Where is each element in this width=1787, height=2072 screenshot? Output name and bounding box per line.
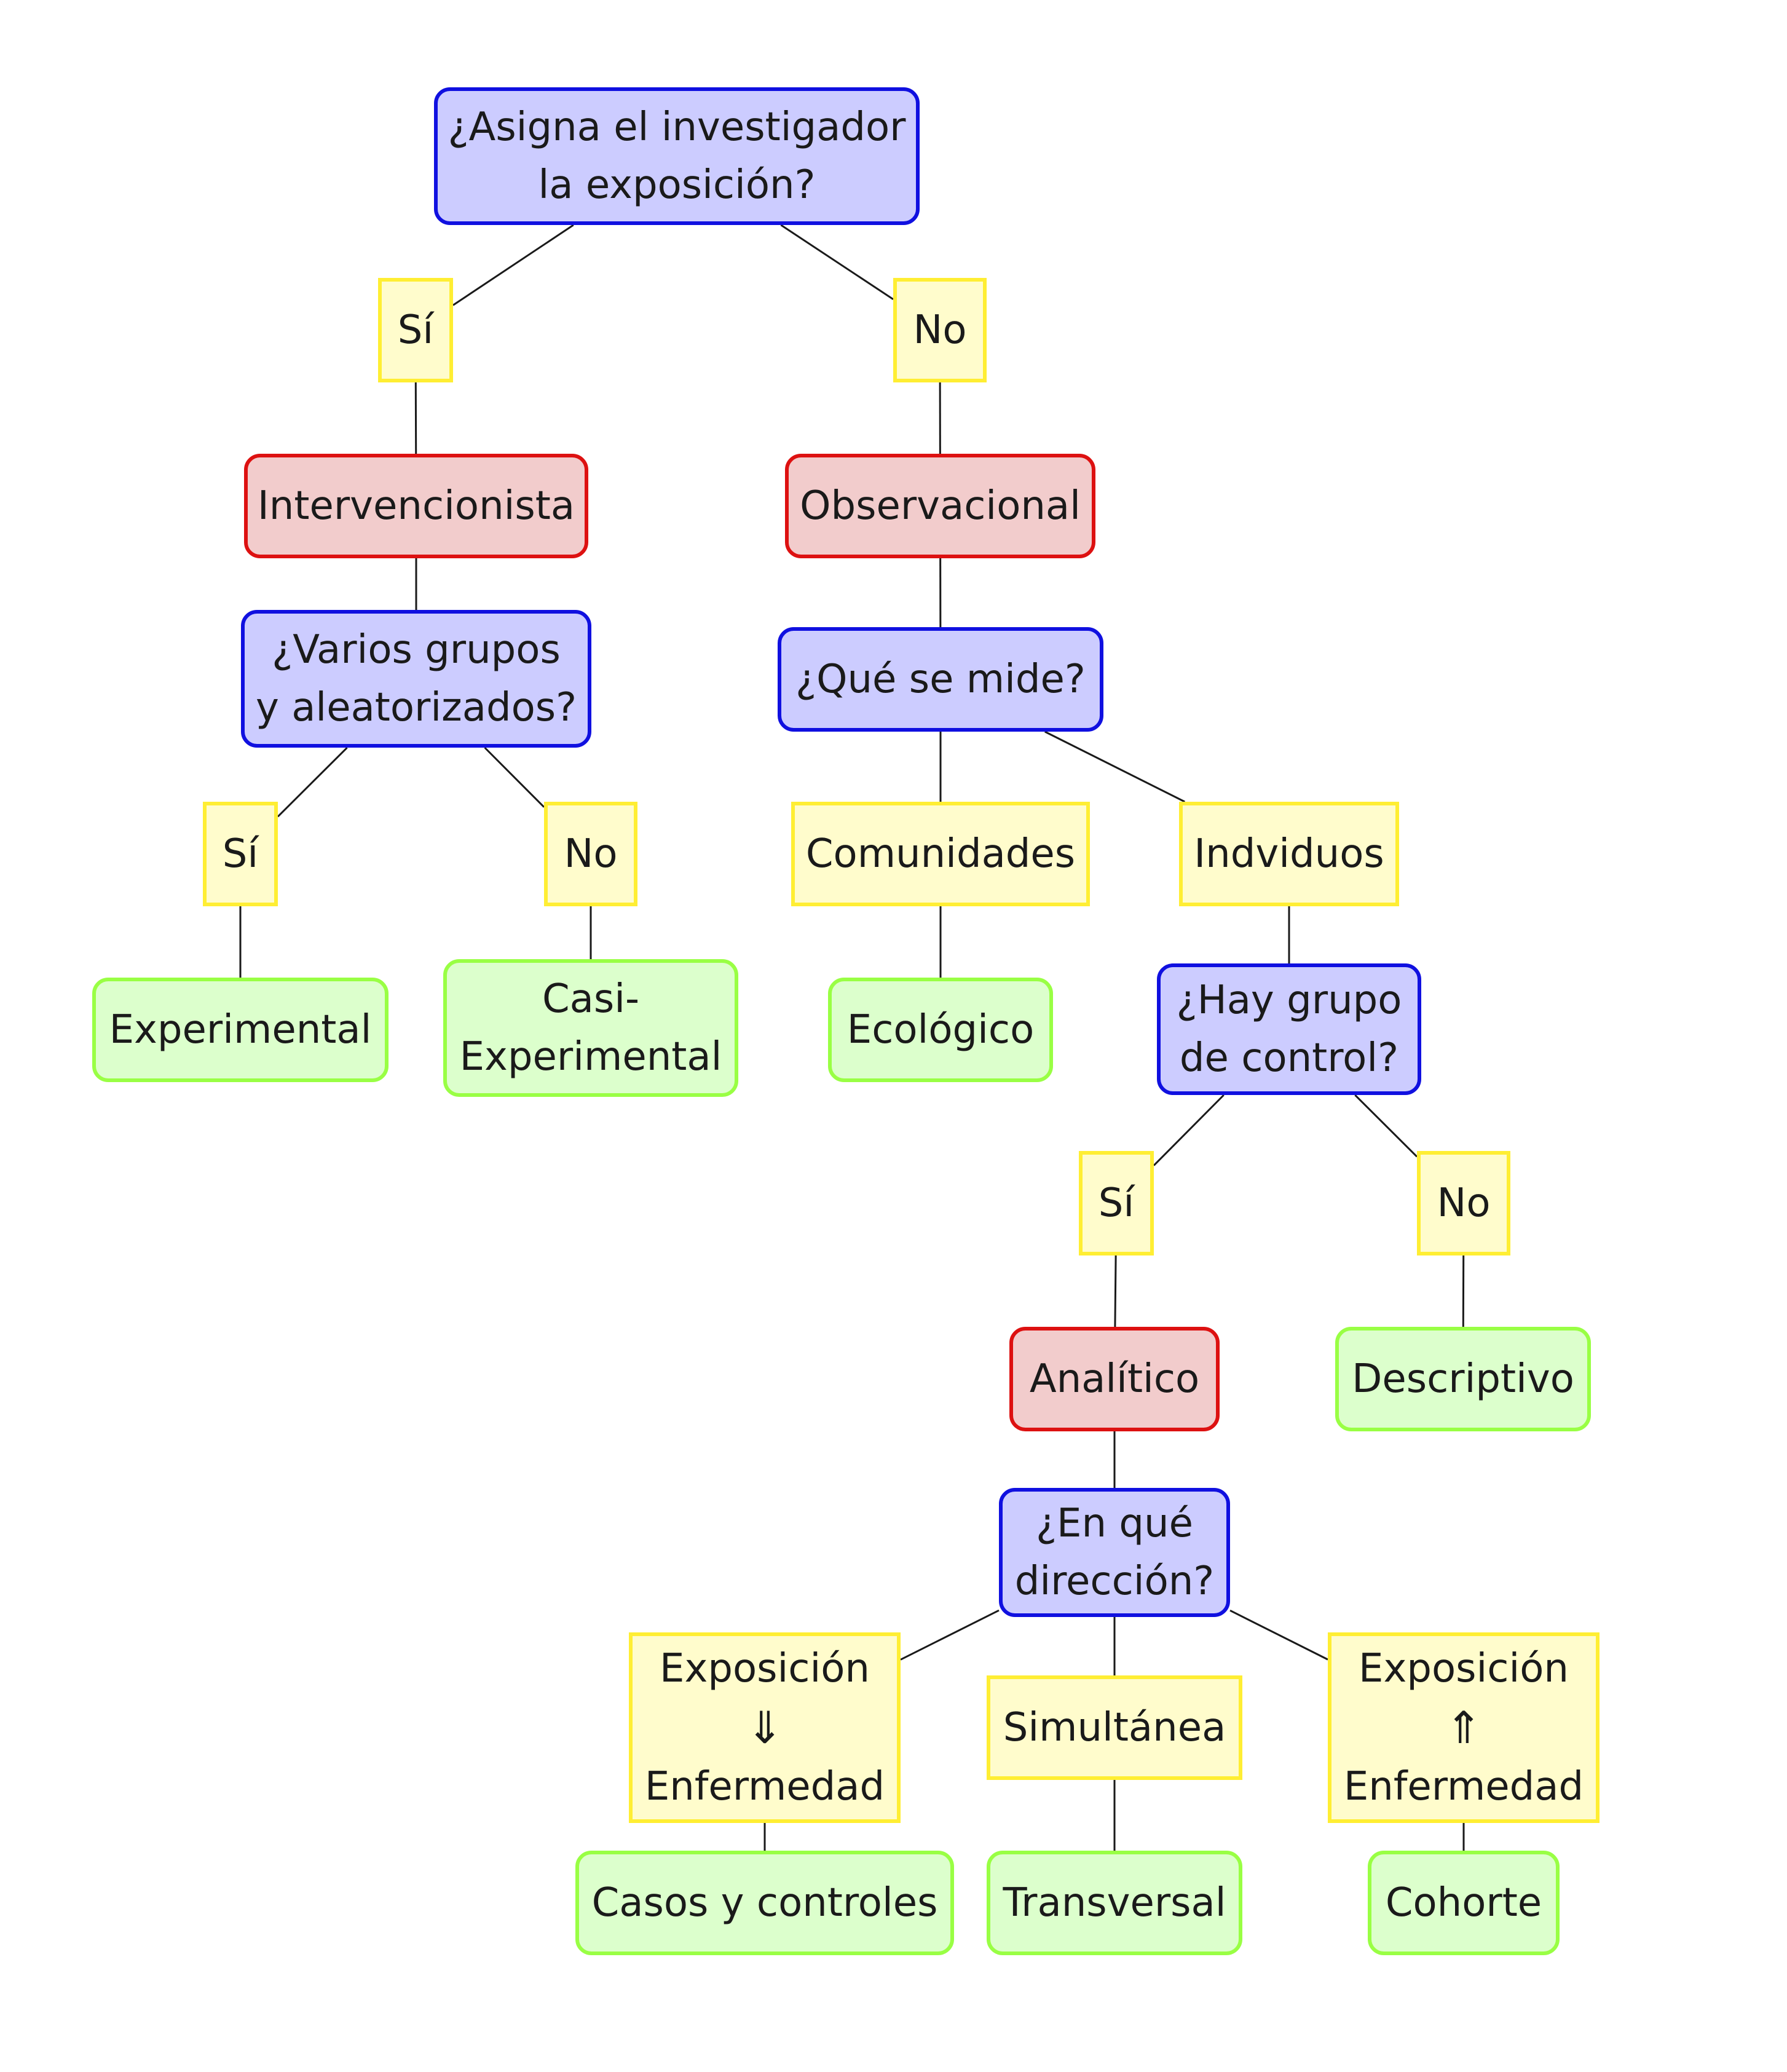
node-line: de control? [1179,1035,1399,1081]
label-yes-control: Sí [1079,1151,1154,1255]
leaf-experimental: Experimental [92,978,389,1082]
connector-q_measure-individuos [1044,730,1185,803]
label-exposure-to-disease: Exposición ⇓ Enfermedad [629,1632,901,1823]
connector-q_assign-no_1 [780,224,894,300]
node-line: Sí [397,307,434,353]
connector-q_direction-exp_up [1229,1609,1328,1661]
node-line: Ecológico [846,1007,1035,1053]
leaf-cross-sectional: Transversal [987,1851,1242,1955]
type-observational: Observacional [785,454,1095,558]
type-analytic: Analítico [1009,1327,1220,1431]
node-line: Observacional [800,483,1081,529]
arrow-up-icon: ⇑ [1445,1702,1483,1754]
type-interventionist: Intervencionista [244,454,588,558]
connector-q_assign-si_1 [452,224,574,306]
label-no-assign: No [893,278,987,382]
connector-q_groups-no_2 [484,746,545,808]
connector-q_control-si_3 [1153,1094,1225,1166]
connector-si_3-analitico [1114,1255,1117,1327]
node-line: No [564,831,618,877]
connector-q_groups-si_2 [277,746,348,818]
node-line: Casos y controles [591,1880,938,1926]
node-line: Experimental [459,1034,722,1080]
node-line: ¿Qué se mide? [795,657,1086,702]
node-line: Experimental [109,1007,372,1053]
question-what-measured: ¿Qué se mide? [778,627,1103,732]
node-line: y aleatorizados? [255,685,577,730]
node-line: Sí [1098,1180,1135,1226]
label-communities: Comunidades [791,802,1090,906]
label-no-control: No [1417,1151,1510,1255]
connector-q_control-no_3 [1354,1094,1418,1158]
node-line: Descriptivo [1352,1356,1574,1402]
node-line: Exposición [1359,1646,1569,1691]
node-line: Enfermedad [644,1764,885,1809]
question-control-group: ¿Hay grupo de control? [1157,963,1421,1095]
leaf-descriptive: Descriptivo [1335,1327,1591,1431]
node-line: No [913,307,967,353]
node-line: Transversal [1003,1880,1226,1926]
leaf-quasi-experimental: Casi- Experimental [443,959,738,1097]
leaf-ecological: Ecológico [828,978,1053,1082]
label-disease-to-exposure: Exposición ⇑ Enfermedad [1328,1632,1600,1823]
node-line: la exposición? [538,162,816,208]
question-direction: ¿En qué dirección? [999,1488,1230,1617]
label-simultaneous: Simultánea [987,1675,1242,1780]
question-assign-exposure: ¿Asigna el investigador la exposición? [434,87,920,225]
node-line: No [1437,1180,1491,1226]
node-line: Comunidades [805,831,1076,877]
node-line: ¿En qué [1036,1501,1193,1546]
node-line: ¿Varios grupos [272,627,561,673]
leaf-case-control: Casos y controles [575,1851,954,1955]
label-individuals: Indviduos [1179,802,1399,906]
arrow-down-icon: ⇓ [746,1702,784,1754]
label-yes-assign: Sí [378,278,453,382]
node-line: Sí [222,831,259,877]
leaf-cohort: Cohorte [1368,1851,1560,1955]
node-line: ¿Hay grupo [1176,978,1402,1023]
node-line: ¿Asigna el investigador [448,105,906,150]
node-line: Enfermedad [1343,1764,1584,1809]
node-line: Exposición [660,1646,870,1691]
node-line: Intervencionista [257,483,575,529]
node-line: Casi- [542,976,640,1022]
node-line: Analítico [1029,1356,1200,1402]
label-no-groups: No [544,802,637,906]
node-line: Simultánea [1003,1705,1226,1750]
connector-q_direction-exp_down [900,1609,1000,1661]
question-groups-randomized: ¿Varios grupos y aleatorizados? [241,610,591,748]
node-line: dirección? [1014,1559,1215,1604]
node-line: Indviduos [1194,831,1384,877]
node-line: Cohorte [1385,1880,1542,1926]
label-yes-groups: Sí [203,802,278,906]
